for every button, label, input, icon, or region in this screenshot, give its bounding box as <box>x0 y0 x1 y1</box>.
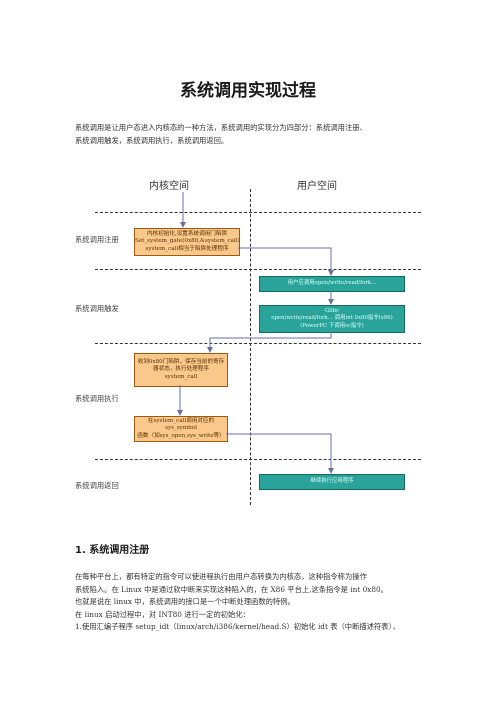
separator-line <box>95 212 421 213</box>
flow-arrows <box>177 192 334 474</box>
return-to-app-box: 继续执行应用程序 <box>259 474 405 490</box>
paragraph-line: 也就是说在 linux 中，系统调用的接口是一个中断处理函数的特例。 <box>75 597 295 606</box>
syscall-flow-diagram: 内核空间 用户空间 系统调用注册 系统调用触发 系统调用执行 系统调用返回 内核… <box>75 172 423 505</box>
section-heading: 1. 系统调用注册 <box>75 545 150 556</box>
register-gate-box: 内核初始化,设置系统调用门陷阱 Set_system_gate(0x80,&sy… <box>134 228 240 256</box>
arrow-dispatch-to-return <box>226 433 334 474</box>
box-text: open/write/read/fork... 调用int 0x80指令(x86… <box>271 315 393 322</box>
box-text: system_call相当于陷阱处理程序 <box>145 245 229 252</box>
stage-execute-label: 系统调用执行 <box>75 394 119 403</box>
box-text: 用户应调用open/write/read/fork... <box>287 280 377 287</box>
stage-trigger-label: 系统调用触发 <box>75 304 119 313</box>
separator-line <box>95 269 421 270</box>
box-text: Glibc <box>324 308 340 315</box>
paragraph-line: 1.使用汇编子程序 setup_idt（linux/arch/i386/kern… <box>75 622 400 631</box>
box-text: Set_system_gate(0x80,&system_call) <box>135 238 240 245</box>
page-title: 系统调用实现过程 <box>180 81 316 101</box>
intro-line: 系统调用是让用户态进入内核态的一种方法，系统调用的实现分为四部分：系统调用注册、 <box>75 123 367 132</box>
stage-register-label: 系统调用注册 <box>75 235 119 244</box>
user-call-box: 用户应调用open/write/read/fork... <box>259 276 405 292</box>
receive-trap-box: 收到0x80门陷阱，保存当前的寄存 器状态，执行处理程序 system_call <box>134 353 228 387</box>
box-text: system_call <box>164 373 198 380</box>
dispatch-sys-symbol-box: 在system_call调用对应的sys_symbol 函数（如sys_open… <box>134 416 228 442</box>
paragraph-line: 在每种平台上，都有特定的指令可以使进程执行由用户态转换为内核态，这种指令称为操作 <box>75 572 367 581</box>
user-space-header: 用户空间 <box>297 181 337 192</box>
section1-paragraph: 在每种平台上，都有特定的指令可以使进程执行由用户态转换为内核态，这种指令称为操作… <box>75 571 425 634</box>
box-text: (PowerPC 下调用sc指令) <box>300 322 364 329</box>
separator-line <box>95 343 421 344</box>
space-divider <box>250 189 251 505</box>
box-text: 在system_call调用对应的sys_symbol <box>147 417 215 432</box>
stage-return-label: 系统调用返回 <box>75 481 119 490</box>
intro-paragraph: 系统调用是让用户态进入内核态的一种方法，系统调用的实现分为四部分：系统调用注册、… <box>75 122 425 147</box>
box-text: 器状态，执行处理程序 <box>153 366 209 373</box>
arrow-register-to-user <box>238 247 334 276</box>
kernel-space-header: 内核空间 <box>149 181 189 192</box>
paragraph-line: 在 linux 启动过程中，对 INT80 进行一定的初始化： <box>75 609 250 619</box>
box-text: 函数（如sys_open,sys_write等） <box>137 432 225 439</box>
box-text: 收到0x80门陷阱，保存当前的寄存 <box>137 358 225 365</box>
box-text: 内核初始化,设置系统调用门陷阱 <box>146 230 228 237</box>
glibc-trigger-box: Glibc open/write/read/fork... 调用int 0x80… <box>259 305 405 333</box>
arrow-glibc-to-kernel <box>207 331 332 353</box>
box-text: 继续执行应用程序 <box>310 478 354 485</box>
paragraph-line: 系统陷入。在 Linux 中是通过软中断来实现这种陷入的，在 X86 平台上,这… <box>75 584 388 594</box>
separator-line <box>95 459 421 460</box>
intro-line: 系统调用触发，系统调用执行，系统调用返回。 <box>75 135 229 145</box>
